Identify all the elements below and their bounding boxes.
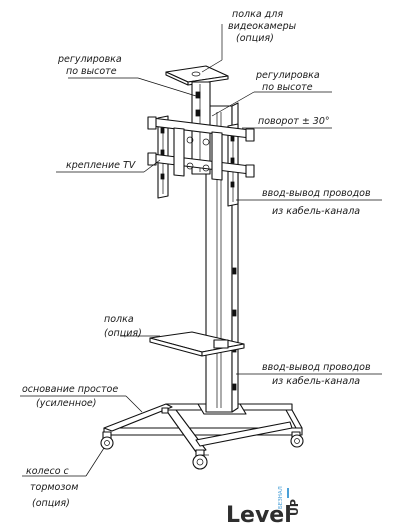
label-rotation: поворот ± 30° xyxy=(258,116,330,127)
label-base-1: основание простое xyxy=(22,384,118,395)
label-caster-3: (опция) xyxy=(32,498,70,509)
stand-base xyxy=(103,403,303,453)
casters xyxy=(100,407,304,470)
tv-mount xyxy=(147,115,255,207)
label-camera-shelf-1: полка для xyxy=(232,9,283,20)
leader-lines xyxy=(20,24,382,477)
label-caster-2: тормозом xyxy=(30,482,78,493)
shelf xyxy=(149,331,245,357)
label-camera-shelf-3: (опция) xyxy=(236,33,274,44)
label-shelf-1: полка xyxy=(104,314,134,325)
label-height-adjust-right-2: по высоте xyxy=(262,82,313,93)
label-shelf-2: (опция) xyxy=(104,328,142,339)
caster-wheel xyxy=(290,431,304,448)
label-cable-channel-top-1: ввод-вывод проводов xyxy=(262,188,371,199)
logo-small-text: БЕЗНАЛ xyxy=(278,486,284,509)
label-height-adjust-left-2: по высоте xyxy=(66,66,117,77)
label-cable-channel-bottom-2: из кабель-канала xyxy=(272,376,360,387)
label-cable-channel-top-2: из кабель-канала xyxy=(272,206,360,217)
label-height-adjust-left-1: регулировка xyxy=(57,54,122,65)
label-tv-mount: крепление TV xyxy=(66,160,137,171)
logo-side-text: UP xyxy=(288,499,301,516)
levelup-logo: БЕЗНАЛ Level UP xyxy=(226,486,301,528)
annotations: полка для видеокамеры (опция) регулировк… xyxy=(22,9,371,509)
label-height-adjust-right-1: регулировка xyxy=(255,70,320,81)
label-camera-shelf-2: видеокамеры xyxy=(228,21,297,32)
caster-wheel xyxy=(192,449,209,470)
caster-wheel xyxy=(100,431,114,450)
label-cable-channel-bottom-1: ввод-вывод проводов xyxy=(262,362,371,373)
logo-main-text: Level xyxy=(226,503,292,528)
label-base-2: (усиленное) xyxy=(36,398,96,409)
caster-wheel xyxy=(161,407,169,414)
label-caster-1: колесо с xyxy=(26,466,70,477)
